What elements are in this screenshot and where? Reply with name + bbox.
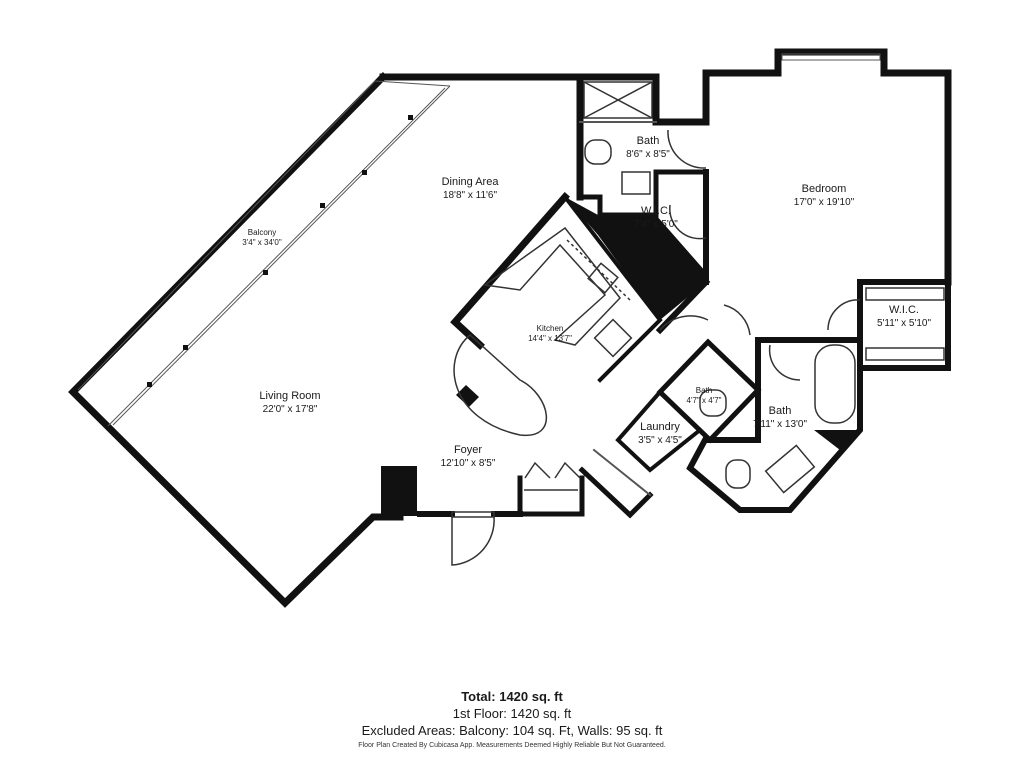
- door-bath-top: [667, 129, 707, 169]
- room-name: Bath: [768, 405, 792, 417]
- balcony-railing: [107, 87, 446, 427]
- column-island: [456, 385, 479, 407]
- balcony-door-1: [408, 115, 413, 120]
- kitchen-counter-dashes: [566, 239, 631, 301]
- kitchen-sink: [587, 262, 619, 294]
- room-label-bedroom: Bedroom 17'0" x 19'10": [794, 183, 854, 209]
- laundry-wall: [615, 389, 703, 473]
- closet-door-2: [554, 461, 581, 479]
- wic-right-shelf-2: [865, 347, 945, 361]
- room-label-bath-small: Bath 4'7" x 4'7": [687, 386, 722, 406]
- sink-small: [699, 389, 727, 417]
- vanity-main: [764, 444, 816, 494]
- shower-x2: [583, 81, 653, 119]
- room-dims: 7'4" x 5'0": [634, 218, 678, 230]
- foyer-right-wall: [578, 466, 654, 519]
- main-bath-wall: [686, 337, 863, 513]
- kitchen-range: [593, 318, 633, 358]
- toilet-main: [725, 459, 751, 489]
- outer-wall-left: [68, 72, 404, 608]
- room-name: Laundry: [640, 421, 680, 433]
- toilet-top: [584, 139, 612, 165]
- excluded-areas: Excluded Areas: Balcony: 104 sq. Ft, Wal…: [361, 723, 663, 738]
- room-label-living: Living Room 22'0" x 17'8": [259, 390, 320, 416]
- laundry-low-wall: [592, 448, 652, 497]
- room-dims: 14'4" x 13'7": [528, 334, 572, 343]
- room-dims: 7'11" x 13'0": [752, 418, 808, 430]
- room-label-wic-right: W.I.C. 5'11" x 5'10": [877, 304, 931, 330]
- closet-wall: [517, 475, 585, 517]
- balcony-door-6: [147, 382, 152, 387]
- area-totals: Total: 1420 sq. ft 1st Floor: 1420 sq. f…: [0, 688, 1024, 739]
- door-main-bath: [768, 344, 801, 381]
- bath-top-wall: [576, 73, 710, 126]
- door-bedroom: [723, 304, 751, 336]
- room-dims: 4'7" x 4'7": [686, 396, 722, 405]
- bedroom-window: [781, 53, 881, 61]
- room-dims: 3'4" x 34'0": [242, 238, 282, 247]
- bedroom-wall: [702, 48, 952, 286]
- entry-door-swing: [451, 516, 495, 566]
- kitchen-wall: [450, 192, 570, 350]
- room-name: W.I.C.: [641, 205, 671, 217]
- bedroom-diag-wall: [655, 277, 711, 335]
- room-label-foyer: Foyer 12'10" x 8'5": [441, 444, 496, 470]
- shower-stall: [583, 81, 653, 119]
- room-name: Bath: [636, 135, 660, 147]
- balcony-door-4: [263, 270, 268, 275]
- balcony-door-2: [362, 170, 367, 175]
- wall-mass-bath: [814, 430, 860, 450]
- closet-door-1: [524, 461, 551, 479]
- room-name: Dining Area: [441, 176, 499, 188]
- kitchen-counter: [483, 226, 621, 346]
- bathtub: [814, 344, 856, 424]
- room-dims: 8'6" x 8'5": [626, 148, 670, 160]
- room-name: Foyer: [453, 444, 483, 456]
- balcony-end-top: [374, 80, 451, 87]
- sink-top: [621, 171, 651, 195]
- door-kitchen-pantry: [659, 315, 709, 331]
- room-label-bath-main: Bath 7'11" x 13'0": [753, 405, 807, 431]
- door-wic-right: [827, 299, 861, 331]
- room-dims: 17'0" x 19'10": [793, 196, 855, 208]
- room-label-balcony: Balcony 3'4" x 34'0": [242, 228, 281, 248]
- kitchen-island: [453, 334, 548, 436]
- room-label-dining: Dining Area 18'8" x 11'6": [442, 176, 499, 202]
- room-name: W.I.C.: [889, 304, 919, 316]
- room-name: Kitchen: [536, 324, 564, 333]
- room-dims: 3'5" x 4'5": [638, 434, 682, 446]
- column-foyer: [381, 466, 417, 516]
- room-dims: 5'11" x 5'10": [876, 317, 932, 329]
- door-wic-top: [669, 204, 707, 240]
- wic-right-shelf: [865, 287, 945, 301]
- balcony-outline: [77, 80, 376, 391]
- entry-door-frame: [451, 511, 495, 518]
- room-name: Balcony: [247, 228, 277, 237]
- balcony-door-3: [320, 203, 325, 208]
- room-dims: 18'8" x 11'6": [442, 189, 498, 201]
- balcony-inner: [112, 85, 451, 426]
- room-name: Living Room: [259, 390, 321, 402]
- credit-line: Floor Plan Created By Cubicasa App. Meas…: [358, 742, 666, 749]
- room-name: Bedroom: [801, 183, 847, 195]
- room-label-bath-top: Bath 8'6" x 8'5": [626, 135, 670, 161]
- room-label-wic-top: W.I.C. 7'4" x 5'0": [634, 205, 678, 231]
- wall-mass-kitchen: [565, 197, 706, 320]
- small-bath-wall: [656, 338, 762, 444]
- room-label-laundry: Laundry 3'5" x 4'5": [638, 421, 682, 447]
- room-name: Bath: [695, 386, 713, 395]
- room-dims: 22'0" x 17'8": [262, 403, 318, 415]
- room-label-kitchen: Kitchen 14'4" x 13'7": [528, 324, 572, 344]
- floor-area: 1st Floor: 1420 sq. ft: [452, 706, 572, 721]
- total-area: Total: 1420 sq. ft: [461, 689, 563, 704]
- room-dims: 12'10" x 8'5": [440, 457, 496, 469]
- balcony-door-5: [183, 345, 188, 350]
